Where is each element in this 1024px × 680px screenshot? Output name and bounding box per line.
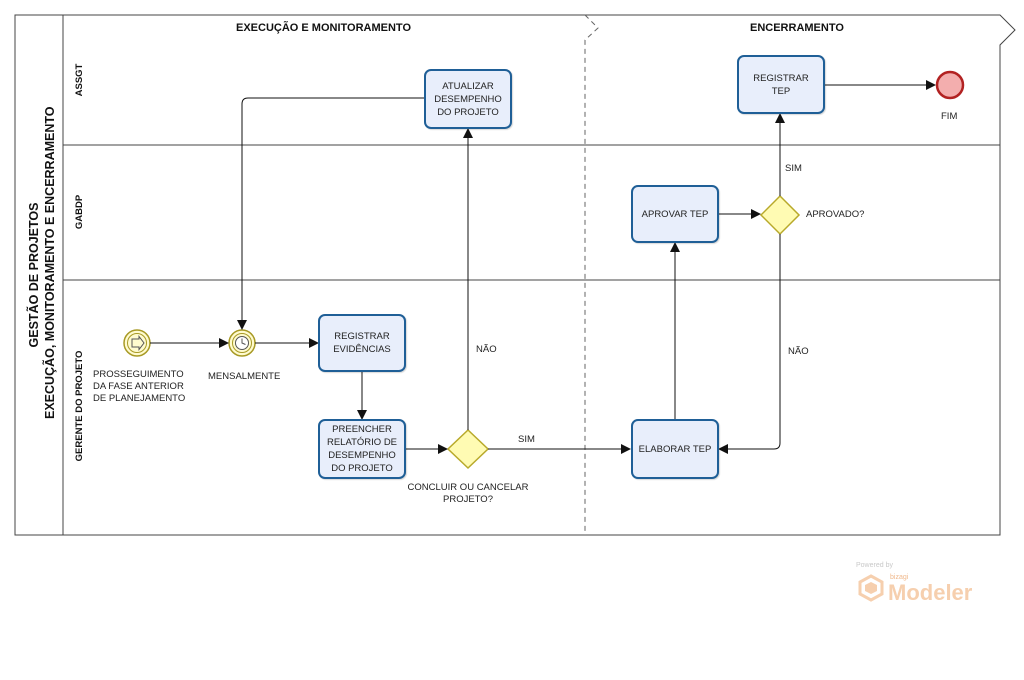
task-registrar-tep[interactable]: REGISTRAR TEP (737, 55, 825, 114)
bizagi-logo-icon (858, 574, 884, 602)
pool-title: GESTÃO DE PROJETOS EXECUÇÃO, MONITORAMEN… (26, 106, 58, 419)
task-atualizar-line2: DESEMPENHO (434, 93, 502, 105)
phase-separator (584, 14, 599, 535)
end-event (935, 70, 965, 100)
watermark-product: Modeler (888, 580, 973, 605)
start-event-inner (127, 333, 147, 353)
phase-header-execucao: EXECUÇÃO E MONITORAMENTO (236, 22, 411, 34)
task-aprovar-label: APROVAR TEP (641, 208, 709, 220)
task-aprovar-tep[interactable]: APROVAR TEP (631, 185, 719, 243)
task-preencher-line2: RELATÓRIO DE (326, 437, 398, 448)
gateway-aprovado-label: APROVADO? (806, 209, 865, 220)
task-elaborar-label: ELABORAR TEP (638, 443, 712, 455)
lane-title-assgt: ASSGT (74, 63, 85, 97)
clock-hands-icon (241, 338, 246, 345)
task-preencher-line1: PREENCHER (332, 424, 392, 435)
start-event-label: PROSSEGUIMENTO DA FASE ANTERIOR DE PLANE… (93, 369, 185, 405)
task-registrar-tep-label: REGISTRAR TEP (753, 72, 809, 97)
start-event-icon (131, 335, 145, 351)
task-preencher-relatorio[interactable]: PREENCHER RELATÓRIO DE DESEMPENHO DO PRO… (318, 419, 406, 479)
gateway-concluir-label: CONCLUIR OU CANCELAR PROJETO? (406, 482, 530, 506)
end-event-label: FIM (941, 111, 958, 122)
pool-title-line1: GESTÃO DE PROJETOS (27, 202, 41, 348)
task-atualizar-desempenho[interactable]: ATUALIZAR DESEMPENHO DO PROJETO (424, 69, 512, 129)
watermark-brand: bizagi (890, 574, 909, 581)
task-preencher-line4: DO PROJETO (331, 463, 393, 474)
task-preencher-line3: DESEMPENHO (328, 450, 396, 461)
flow-label-sim-2: SIM (785, 163, 802, 174)
lane-title-gerente: GERENTE DO PROJETO (74, 350, 85, 462)
gateway-concluir-line2: PROJETO? (443, 494, 493, 505)
gateway-concluir (446, 428, 490, 470)
gateway-concluir-line1: CONCLUIR OU CANCELAR (407, 482, 529, 493)
task-registrar-line1: REGISTRAR (334, 331, 390, 342)
gateway-aprovado (759, 194, 801, 236)
task-atualizar-line1: ATUALIZAR (442, 80, 494, 92)
task-registrar-line2: EVIDÊNCIAS (333, 344, 391, 355)
flow-label-nao-1: NÃO (476, 344, 497, 355)
start-label-line2: DA FASE ANTERIOR (93, 381, 184, 392)
task-elaborar-tep[interactable]: ELABORAR TEP (631, 419, 719, 479)
pool-title-line2: EXECUÇÃO, MONITORAMENTO E ENCERRAMENTO (43, 106, 57, 419)
start-label-line1: PROSSEGUIMENTO (93, 369, 184, 380)
phase-header-encerramento: ENCERRAMENTO (750, 22, 844, 34)
task-registrar-evidencias[interactable]: REGISTRAR EVIDÊNCIAS (318, 314, 406, 372)
flow-label-nao-2: NÃO (788, 346, 809, 357)
watermark-powered: Powered by (856, 562, 893, 569)
timer-event-inner (232, 333, 252, 353)
task-atualizar-line3: DO PROJETO (437, 106, 499, 118)
pool-border (14, 14, 1016, 536)
start-label-line3: DE PLANEJAMENTO (93, 393, 186, 404)
flow-aprovado-nao-to-elaborar (718, 234, 781, 454)
lane-title-gabdp: GABDP (74, 194, 85, 230)
flow-label-sim-1: SIM (518, 434, 535, 445)
timer-event-label: MENSALMENTE (208, 371, 281, 382)
flow-atualizar-to-timer (237, 97, 424, 330)
